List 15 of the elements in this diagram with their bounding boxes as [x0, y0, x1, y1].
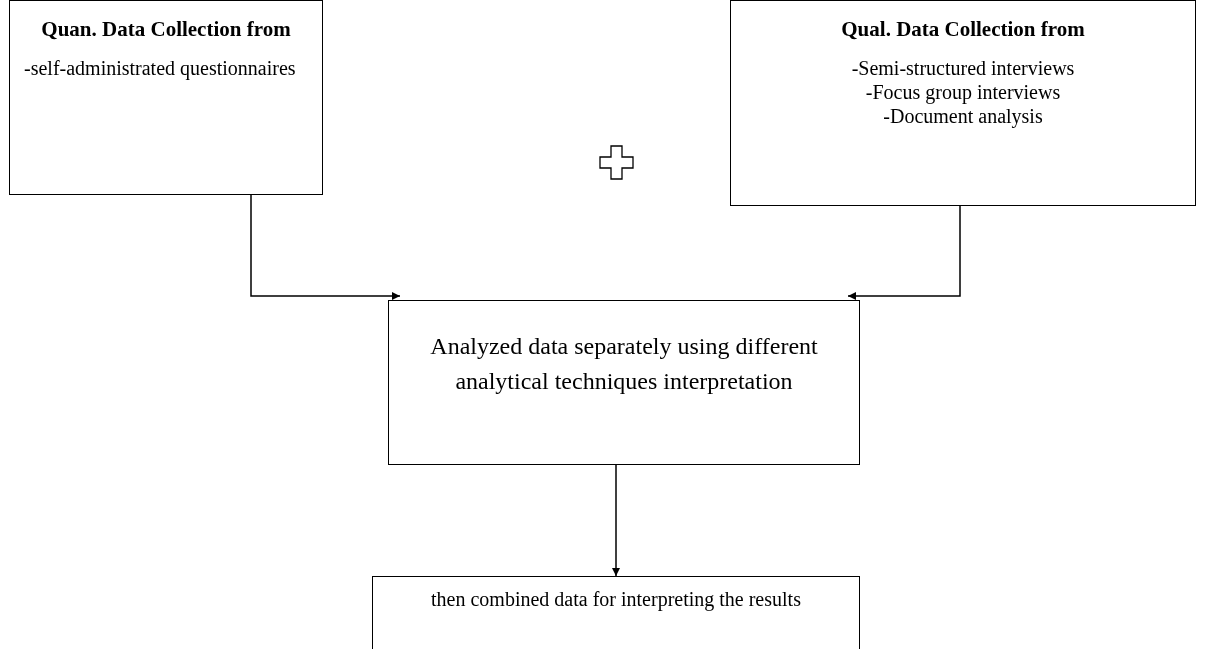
arrow: [612, 464, 620, 577]
box-text: -self-administrated questionnaires: [24, 56, 296, 80]
box-text: then combined data for interpreting the results: [431, 587, 801, 611]
box-heading: Quan. Data Collection from: [41, 17, 291, 42]
box-text: Analyzed data separately using different analytical techniques interpretation: [429, 332, 819, 396]
box-text: -Focus group interviews: [865, 80, 1061, 104]
process-box: [730, 0, 1196, 206]
box-text: -Document analysis: [883, 104, 1043, 128]
process-box: [9, 0, 323, 195]
box-heading: Qual. Data Collection from: [841, 17, 1085, 42]
arrow: [847, 205, 961, 300]
process-box: [372, 576, 860, 649]
box-text: -Semi-structured interviews: [851, 56, 1075, 80]
process-box: [388, 300, 860, 465]
arrow: [250, 194, 401, 300]
